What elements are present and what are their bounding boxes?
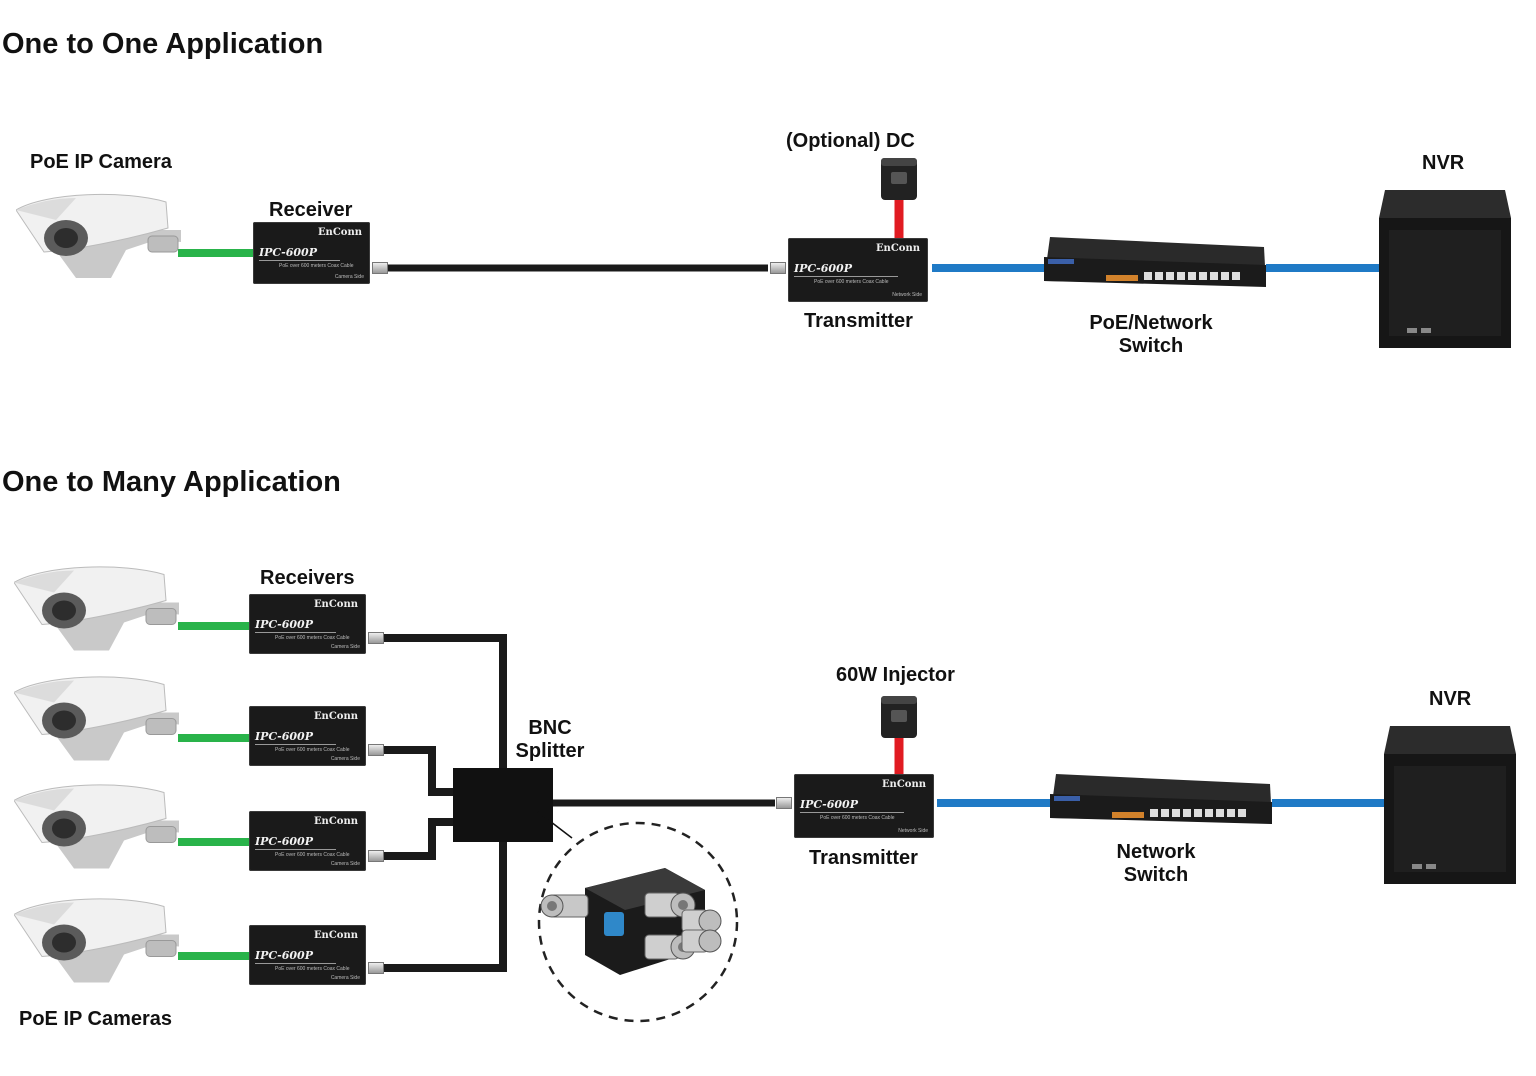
switch-label: PoE/Network Switch [1088,312,1214,358]
device-brand: EnConn [317,227,362,238]
device-model: IPC-600P [255,949,313,962]
switch-label: Network Switch [1104,841,1208,887]
switch-label-line1: PoE/Network [1089,312,1213,334]
transmitter-label: Transmitter [809,847,918,869]
device-brand: EnConn [313,930,358,941]
switch-label-line1: Network [1116,841,1196,863]
model-underline [255,849,336,850]
bnc-connector [368,850,384,862]
dc-label: (Optional) DC [786,130,915,152]
receiver-top: EnConn IPC-600P PoE over 600 meters Coax… [253,222,370,284]
device-side-label: Camera Side [330,756,360,762]
splitter-label-line2: Splitter [515,740,585,762]
coax-cable-d [382,842,507,972]
model-underline [794,276,898,277]
bnc-splitter-block [453,768,553,842]
device-model: IPC-600P [255,618,313,631]
camera-label: PoE IP Camera [30,151,172,173]
bnc-splitter-icon [540,868,722,975]
cameras-label: PoE IP Cameras [19,1008,173,1030]
device-subtitle: PoE over 600 meters Coax Cable [279,263,354,269]
switch-label-line2: Switch [1123,864,1189,886]
bnc-connector [368,744,384,756]
device-brand: EnConn [313,711,358,722]
model-underline [255,632,336,633]
device-brand: EnConn [313,816,358,827]
device-subtitle: PoE over 600 meters Coax Cable [820,815,895,821]
camera-icon-d [14,898,179,983]
receiver-d: EnConn IPC-600P PoE over 600 meters Coax… [249,925,366,985]
nvr-icon-bottom [1384,726,1516,884]
device-side-label: Camera Side [334,274,364,280]
device-side-label: Camera Side [330,861,360,867]
camera-icon-top [16,193,181,278]
injector-icon [881,696,917,738]
receiver-label: Receiver [269,199,353,221]
receivers-label: Receivers [260,567,355,589]
device-subtitle: PoE over 600 meters Coax Cable [275,747,350,753]
device-subtitle: PoE over 600 meters Coax Cable [275,966,350,972]
camera-icon-b [14,676,179,761]
splitter-label: BNC Splitter [512,717,588,763]
model-underline [800,812,904,813]
model-underline [259,260,340,261]
bnc-connector [368,962,384,974]
device-model: IPC-600P [794,262,852,275]
device-side-label: Network Side [898,828,928,834]
nvr-label: NVR [1429,688,1472,710]
nvr-icon-top [1379,190,1511,348]
coax-cable-c [382,818,455,860]
bnc-connector [776,797,792,809]
one-to-one-title: One to One Application [2,28,324,60]
device-subtitle: PoE over 600 meters Coax Cable [275,852,350,858]
coax-cable-a [382,634,507,770]
model-underline [255,744,336,745]
splitter-label-line1: BNC [528,717,572,739]
device-model: IPC-600P [255,730,313,743]
bnc-connector [368,632,384,644]
device-model: IPC-600P [800,798,858,811]
device-subtitle: PoE over 600 meters Coax Cable [275,635,350,641]
receiver-b: EnConn IPC-600P PoE over 600 meters Coax… [249,706,366,766]
device-brand: EnConn [875,243,920,254]
bnc-connector [770,262,786,274]
device-subtitle: PoE over 600 meters Coax Cable [814,279,889,285]
nvr-label: NVR [1422,152,1465,174]
model-underline [255,963,336,964]
splitter-pointer [537,811,573,839]
device-brand: EnConn [881,779,926,790]
device-model: IPC-600P [255,835,313,848]
receiver-a: EnConn IPC-600P PoE over 600 meters Coax… [249,594,366,654]
coax-cable-b [382,746,455,796]
device-brand: EnConn [313,599,358,610]
device-model: IPC-600P [259,246,317,259]
network-switch-icon [1050,774,1272,824]
dc-adapter-icon [881,158,917,200]
injector-label: 60W Injector [836,664,955,686]
device-side-label: Camera Side [330,644,360,650]
transmitter-top: EnConn IPC-600P PoE over 600 meters Coax… [788,238,928,302]
transmitter-bottom: EnConn IPC-600P PoE over 600 meters Coax… [794,774,934,838]
camera-icon-c [14,784,179,869]
device-side-label: Camera Side [330,975,360,981]
receiver-c: EnConn IPC-600P PoE over 600 meters Coax… [249,811,366,871]
switch-label-line2: Switch [1118,335,1184,357]
poe-switch-icon [1044,237,1266,287]
device-side-label: Network Side [892,292,922,298]
transmitter-label: Transmitter [804,310,913,332]
bnc-connector [372,262,388,274]
one-to-many-title: One to Many Application [2,466,341,498]
camera-icon-a [14,566,179,651]
